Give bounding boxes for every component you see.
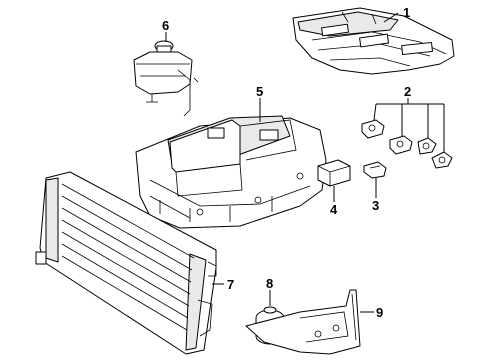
- callout-3: 3: [372, 198, 379, 213]
- callout-2: 2: [404, 84, 411, 99]
- callout-6: 6: [162, 18, 169, 33]
- callout-9: 9: [376, 305, 383, 320]
- battery-cover-assembly-part: [292, 7, 455, 75]
- callout-1: 1: [403, 5, 410, 20]
- leader-1: [383, 12, 399, 23]
- callout-8: 8: [266, 276, 273, 291]
- leader-2: [373, 98, 445, 152]
- coolant-reservoir-part: [133, 40, 199, 117]
- pump-bracket-part: [245, 289, 361, 355]
- connector-clip-set-part: [361, 119, 453, 169]
- callout-4: 4: [330, 202, 338, 217]
- control-relay-part: [317, 159, 351, 187]
- callout-labels: 1 2 3 4 5 6 7 8 9: [162, 5, 411, 320]
- callout-7: 7: [227, 277, 234, 292]
- callout-5: 5: [256, 84, 263, 99]
- bracket-clip-part: [363, 161, 387, 179]
- leader-lines: [165, 12, 445, 313]
- inverter-assembly-part: [135, 115, 327, 229]
- radiator-part: [35, 171, 217, 355]
